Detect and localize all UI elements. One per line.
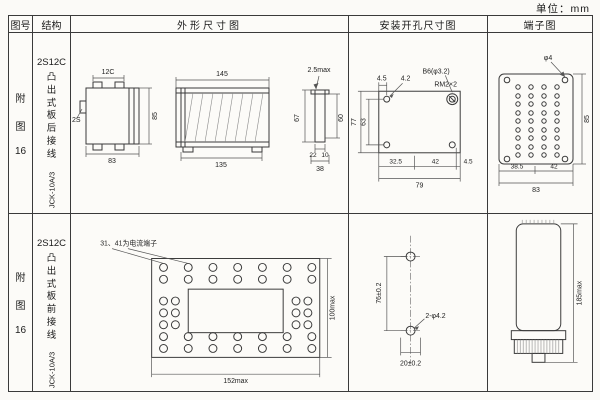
case-top-ticks — [521, 219, 555, 224]
mounting-holes — [405, 251, 416, 336]
fig-no-row1: 附 图 16 — [9, 33, 33, 214]
dim-w2: 42 — [550, 164, 558, 171]
rear-view — [79, 81, 140, 151]
leader-arrow — [313, 83, 319, 89]
dim-top-width: 12C — [102, 69, 115, 76]
dim-w1: 38.5 — [511, 164, 524, 171]
dim-22: 22 — [309, 152, 317, 159]
structure-row1: 2S12C 凸出式板后接线 JCK-10A/3 — [33, 33, 71, 214]
install-dims — [357, 75, 461, 182]
leader-arrow — [559, 71, 565, 77]
fig-char: 图 — [15, 121, 26, 133]
outline-front-wiring-svg: 31、41为电流端子 100max 152max — [100, 239, 337, 385]
structure-model: 2S12C — [36, 57, 67, 68]
terminal-pins — [515, 84, 560, 158]
dim-hole-spacing-v: 76±0.2 — [376, 282, 383, 303]
dim-height-max: 185max — [577, 280, 584, 305]
install-holes-front-svg: 76±0.2 2-φ4.2 20±0.2 — [376, 235, 446, 367]
dim-height: 85 — [152, 112, 159, 120]
header-install: 安装开孔尺寸图 — [349, 16, 488, 33]
dim-cutout-height: 60 — [338, 114, 345, 122]
install-drawing-row2: 76±0.2 2-φ4.2 20±0.2 — [349, 214, 488, 391]
outline-drawing-row1: 12C 2S 83 85 — [71, 33, 349, 214]
fig-char: 16 — [14, 145, 27, 157]
front-dims — [112, 248, 332, 378]
header-fig-no: 图号 — [9, 16, 33, 33]
relay-case — [510, 223, 567, 363]
rear-view-dims — [76, 75, 152, 157]
relay-side-dims — [544, 223, 578, 363]
install-drawing-row1: 4.5 4.2 B6(φ3.2) RM2×2 77 63 32.5 42 4.5… — [349, 33, 488, 214]
header-outline: 外形尺寸图 — [71, 16, 349, 33]
dim-42: 42 — [432, 159, 440, 166]
dim-panel-thickness: 2.5max — [308, 67, 331, 74]
dim-panel-height: 67 — [294, 114, 301, 122]
dim-total: 83 — [532, 187, 540, 194]
dim-325: 32.5 — [389, 159, 402, 166]
header-terminal: 端子图 — [488, 16, 592, 33]
front-panel — [151, 258, 321, 358]
side-view — [175, 87, 270, 153]
terminal-block — [498, 73, 574, 165]
screw-spec-label: RM2×2 — [434, 81, 457, 88]
dim-45: 4.5 — [464, 159, 473, 166]
unit-label: 单位：mm — [536, 3, 590, 15]
hole-count-label: 2-φ4.2 — [425, 313, 445, 320]
dim-corner-offset: 4.5 — [377, 75, 387, 82]
cutout-rect — [378, 90, 461, 154]
hole-spec-label: B6(φ3.2) — [422, 68, 449, 75]
pin-hatch — [516, 339, 560, 354]
outline-drawing-row2: 31、41为电流端子 100max 152max — [71, 214, 349, 391]
dim-10: 10 — [321, 152, 329, 159]
dim-hole-spacing-h: 20±0.2 — [400, 360, 421, 367]
dim-flange-width: 145 — [216, 71, 228, 78]
dim-outer-height: 77 — [351, 118, 358, 126]
structure-code: JCK-10A/3 — [47, 351, 56, 388]
header-structure: 结构 — [33, 16, 71, 33]
terminal-drawing-row1: φ4 85 38.5 42 83 — [488, 33, 592, 214]
terminal-block-svg: φ4 85 38.5 42 83 — [498, 55, 591, 194]
structure-desc: 凸出式板前接线 — [46, 253, 57, 341]
dim-body-width: 135 — [215, 162, 227, 169]
current-terminal-note: 31、41为电流端子 — [100, 239, 157, 248]
fig-char: 附 — [15, 93, 26, 105]
leader-arrow — [389, 93, 394, 98]
install-front-dims — [383, 256, 425, 356]
dim-bottom-width: 83 — [108, 158, 116, 165]
panel-view — [310, 89, 330, 143]
structure-row2: 2S12C 凸出式板前接线 JCK-10A/3 — [33, 214, 71, 391]
panel-view-dims — [302, 75, 340, 164]
dim-hole-offset: 4.2 — [401, 75, 411, 82]
fig-no-row2: 附 图 16 — [9, 214, 33, 391]
side-view-hatch — [184, 92, 264, 143]
dim-height-max: 100max — [330, 295, 337, 320]
dim-total-width: 79 — [416, 183, 424, 190]
fig-char: 16 — [14, 325, 27, 336]
drawing-table: 图号 结构 外形尺寸图 安装开孔尺寸图 端子图 附 图 16 2S12C 凸出式… — [8, 15, 593, 392]
terminal-drawing-row2: 185max — [488, 214, 592, 391]
dim-side-label: 2S — [72, 117, 81, 124]
terminal-dims — [498, 61, 586, 186]
install-holes-svg: 4.5 4.2 B6(φ3.2) RM2×2 77 63 32.5 42 4.5… — [351, 68, 473, 190]
fig-char: 图 — [15, 301, 26, 312]
relay-side-svg: 185max — [510, 219, 584, 363]
front-terminals — [159, 262, 317, 353]
dim-hole-dia: φ4 — [544, 55, 553, 62]
dim-height: 85 — [584, 115, 591, 123]
outline-rear-wiring-svg: 12C 2S 83 85 — [72, 67, 345, 173]
dim-hole-height: 63 — [360, 118, 367, 126]
side-view-dims — [175, 77, 270, 161]
fig-char: 附 — [15, 273, 26, 284]
leader-arrow — [414, 326, 419, 331]
dim-depth: 38 — [316, 166, 324, 173]
dim-width-max: 152max — [223, 378, 248, 385]
structure-model: 2S12C — [36, 238, 67, 249]
structure-desc: 凸出式板后接线 — [46, 72, 57, 160]
structure-code: JCK-10A/3 — [47, 172, 56, 209]
